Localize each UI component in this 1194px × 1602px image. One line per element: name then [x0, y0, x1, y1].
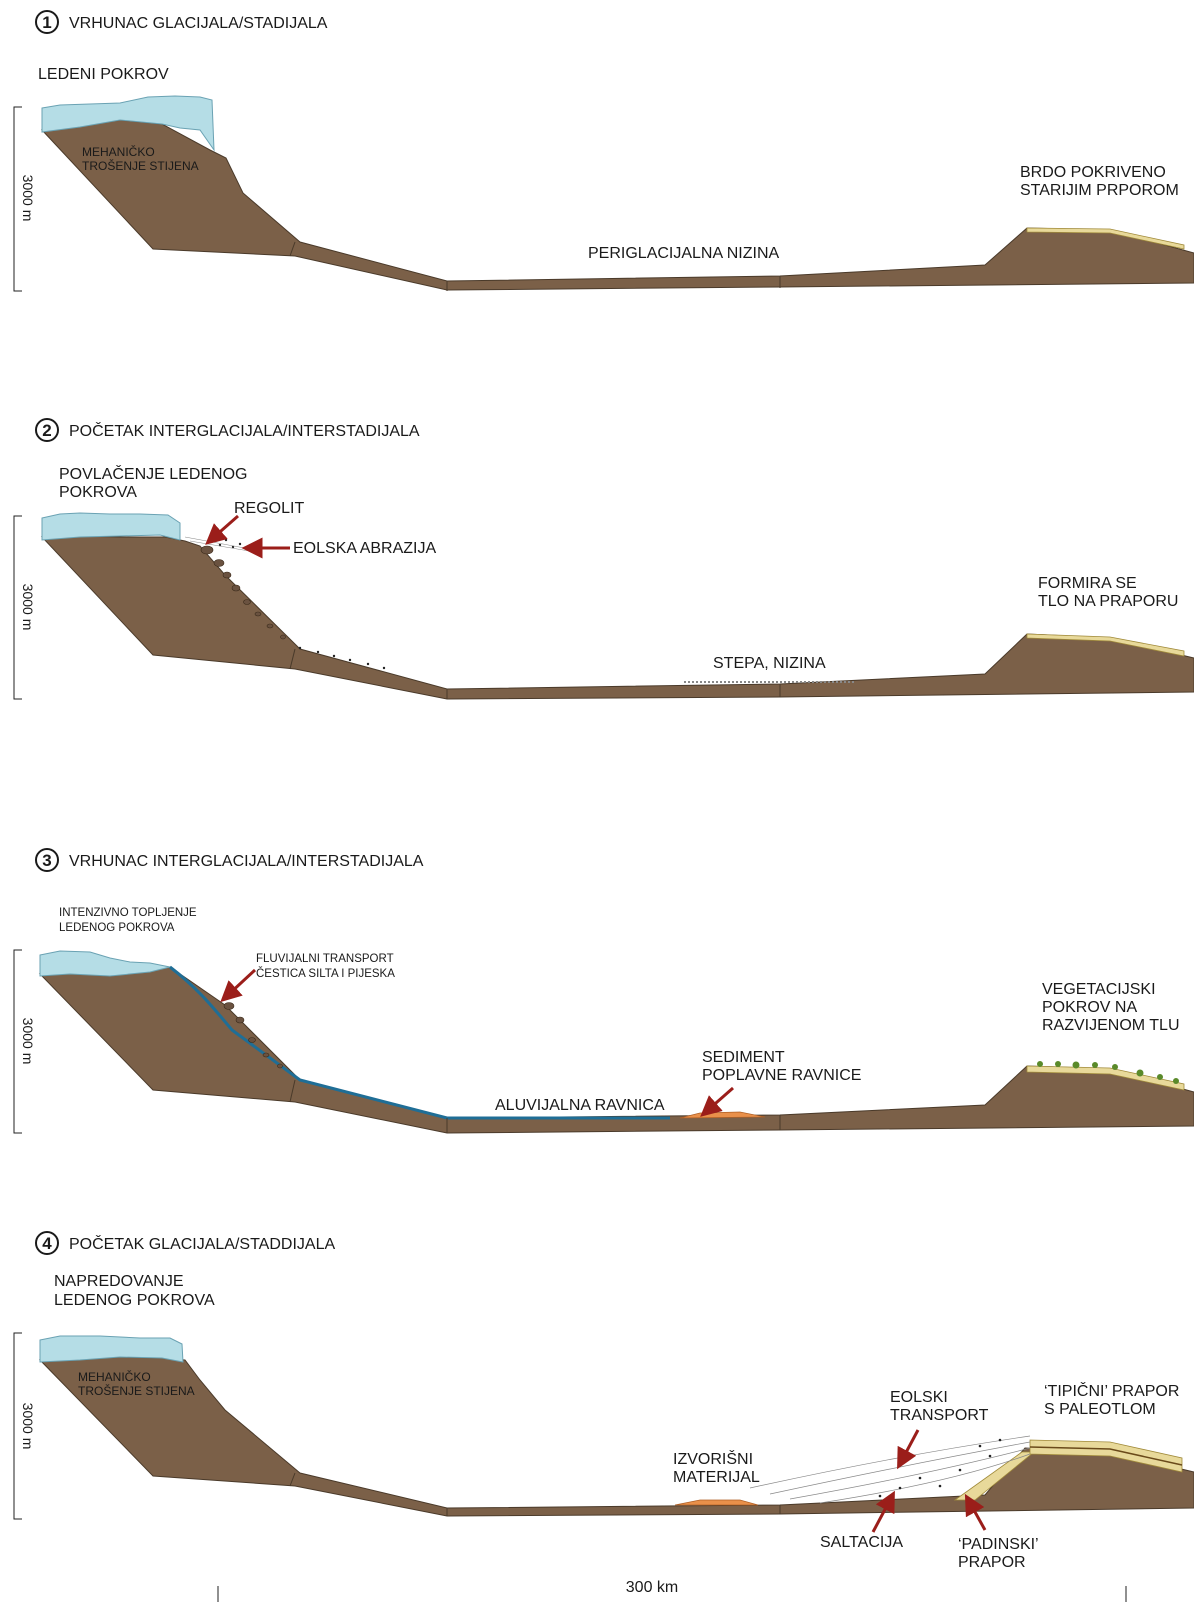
horizontal-scale: 300 km [217, 1579, 1127, 1602]
vegetation-label-3: RAZVIJENOM TLU [1042, 1017, 1180, 1034]
typical-loess-label-2: S PALEOTLOM [1044, 1401, 1156, 1418]
eolian-transport-label-1: EOLSKI [890, 1389, 948, 1406]
fluvial-label-2: ČESTICA SILTA I PIJESKA [256, 967, 395, 980]
bedrock-4 [38, 1356, 1194, 1517]
eolian-transport-arrow [897, 1429, 920, 1470]
ice-sheet-2 [41, 512, 181, 541]
slope-loess-label-1: ‘PADINSKI’ [958, 1536, 1039, 1553]
fluvial-boulders [223, 1002, 283, 1069]
panel-1-number-badge: 1 [35, 10, 59, 34]
source-material [674, 1499, 759, 1506]
periglacial-plain-label: PERIGLACIJALNA NIZINA [588, 245, 779, 262]
ice-sheet-label: LEDENI POKROV [38, 66, 169, 83]
saltation-arrow [871, 1490, 895, 1533]
panel-3-title: VRHUNAC INTERGLACIJALA/INTERSTADIJALA [69, 853, 424, 870]
vertical-scale-1: 3000 m [13, 106, 36, 292]
regolith-boulders [200, 545, 286, 640]
source-material-label-2: MATERIJAL [673, 1469, 760, 1486]
vegetation-label-2: POKROV NA [1042, 999, 1137, 1016]
panel-1: 1 VRHUNAC GLACIJALA/STADIJALA LEDENI POK… [13, 10, 1194, 292]
saltation-label: SALTACIJA [820, 1534, 903, 1551]
vertical-scale-3: 3000 m [13, 949, 36, 1134]
paleosol-line [1029, 1446, 1183, 1466]
ice-advance-label-2: LEDENOG POKROVA [54, 1292, 215, 1309]
soil-label-2: TLO NA PRAPORU [1038, 593, 1178, 610]
weathering-label-1a: MEHANIČKO [82, 144, 155, 159]
vertical-scale-4: 3000 m [13, 1332, 36, 1520]
panel-1-number: 1 [42, 13, 51, 32]
vegetation [1037, 1061, 1179, 1084]
source-material-label-1: IZVORIŠNI [673, 1449, 753, 1468]
hill-label-2: STARIJIM PRPOROM [1020, 182, 1179, 199]
vertical-scale-3-label: 3000 m [20, 1018, 36, 1065]
panel-4-title: POČETAK GLACIJALA/STADDIJALA [69, 1234, 335, 1253]
floodplain-label-2: POPLAVNE RAVNICE [702, 1067, 861, 1084]
vertical-scale-2: 3000 m [13, 515, 36, 700]
soil-label-1: FORMIRA SE [1038, 575, 1137, 592]
weathering-label-1b: TROŠENJE STIJENA [82, 158, 199, 173]
hill-label-1: BRDO POKRIVENO [1020, 164, 1166, 181]
ice-sheet-3 [39, 950, 171, 977]
alluvial-plain-label: ALUVIJALNA RAVNICA [495, 1097, 665, 1114]
panel-2-number-badge: 2 [35, 418, 59, 442]
vegetation-label-1: VEGETACIJSKI [1042, 981, 1156, 998]
slope-loess-arrow [964, 1493, 987, 1531]
panel-1-title: VRHUNAC GLACIJALA/STADIJALA [69, 15, 328, 32]
panel-4-number: 4 [42, 1234, 52, 1253]
panel-3: 3 VRHUNAC INTERGLACIJALA/INTERSTADIJALA … [13, 848, 1194, 1134]
slope-loess-label-2: PRAPOR [958, 1554, 1026, 1571]
panel-2-title: POČETAK INTERGLACIJALA/INTERSTADIJALA [69, 421, 420, 440]
typical-loess-label-1: ‘TIPIČNI’ PRAPOR [1044, 1381, 1179, 1400]
panel-3-number-badge: 3 [35, 848, 59, 872]
horizontal-scale-label: 300 km [626, 1579, 678, 1596]
old-loess-cap-1 [1026, 227, 1185, 250]
ice-advance-label-1: NAPREDOVANJE [54, 1273, 184, 1290]
vertical-scale-1-label: 3000 m [20, 175, 36, 222]
steppe-label: STEPA, NIZINA [713, 655, 826, 672]
floodplain-label-1: SEDIMENT [702, 1049, 785, 1066]
eolian-transport-label-2: TRANSPORT [890, 1407, 989, 1424]
soil-cap-2 [1026, 633, 1185, 657]
weathering-label-4b: TROŠENJE STIJENA [78, 1383, 195, 1398]
bedrock-2 [40, 535, 1194, 700]
weathering-label-4a: MEHANIČKO [78, 1369, 151, 1384]
panel-3-number: 3 [42, 851, 51, 870]
ice-retreat-label-2: POKROVA [59, 484, 137, 501]
ice-sheet-4 [39, 1335, 184, 1363]
ice-sheet-1 [41, 95, 215, 152]
regolith-label: REGOLIT [234, 500, 304, 517]
panel-4-number-badge: 4 [35, 1231, 59, 1255]
vegetated-soil [1026, 1065, 1185, 1091]
bedrock-1 [40, 119, 1194, 291]
fluvial-label-1: FLUVIJALNI TRANSPORT [256, 953, 394, 965]
vertical-scale-2-label: 3000 m [20, 584, 36, 631]
fluvial-arrow [220, 968, 257, 1003]
panel-4: 4 POČETAK GLACIJALA/STADDIJALA NAPREDOVA… [13, 1231, 1194, 1571]
melting-label-1: INTENZIVNO TOPLJENJE [59, 907, 197, 919]
vertical-scale-4-label: 3000 m [20, 1403, 36, 1450]
regolith-arrow [205, 514, 239, 545]
panel-2: 2 POČETAK INTERGLACIJALA/INTERSTADIJALA … [13, 418, 1194, 700]
floodplain-arrow [700, 1086, 734, 1117]
melting-label-2: LEDENOG POKROVA [59, 922, 175, 934]
ice-retreat-label-1: POVLAČENJE LEDENOG [59, 464, 248, 483]
eolian-abrasion-label: EOLSKA ABRAZIJA [293, 540, 437, 557]
floodplain-sediment [679, 1111, 766, 1119]
panel-2-number: 2 [42, 421, 51, 440]
